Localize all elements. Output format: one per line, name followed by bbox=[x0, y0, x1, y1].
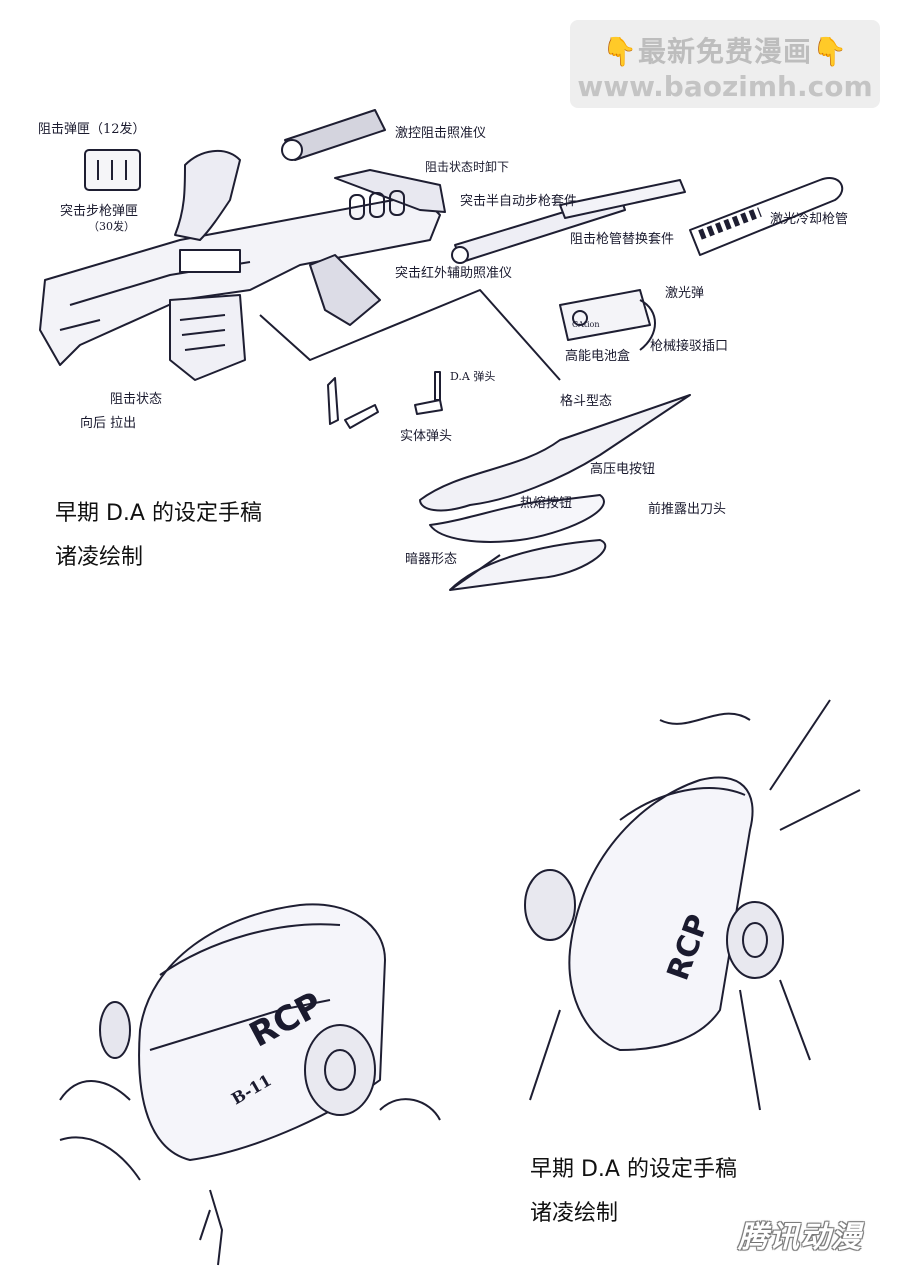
label-da-round: D.A 弹头 bbox=[450, 370, 496, 383]
label-melee-mode: 格斗型态 bbox=[560, 394, 613, 409]
vehicle-left-sketch bbox=[59, 903, 441, 1266]
label-hidden-mode: 暗器形态 bbox=[405, 552, 458, 567]
label-stun-barrel-kit: 阻击枪管替换套件 bbox=[570, 232, 675, 247]
label-assault-magazine-count: （30发） bbox=[88, 220, 135, 233]
rifle-sketch bbox=[39, 109, 844, 429]
label-stun-magazine: 阻击弹匣（12发） bbox=[38, 122, 146, 137]
caption-top-author: 诸凌绘制 bbox=[55, 545, 144, 570]
label-pull-back: 向后 拉出 bbox=[80, 416, 137, 431]
label-push-blade: 前推露出刀头 bbox=[648, 502, 727, 517]
label-laser-round: 激光弹 bbox=[665, 286, 705, 301]
label-mech-connector: 枪械接驳插口 bbox=[650, 339, 729, 354]
label-hv-button: 高压电按钮 bbox=[590, 462, 656, 477]
label-laser-sight: 激控阻击照准仪 bbox=[395, 126, 487, 141]
label-ir-sight: 突击红外辅助照准仪 bbox=[395, 266, 513, 281]
label-laser-cooling: 激光冷却枪管 bbox=[770, 212, 849, 227]
caption-bottom-author: 诸凌绘制 bbox=[530, 1201, 619, 1226]
caption-top: 早期 D.A 的设定手稿 诸凌绘制 bbox=[55, 492, 262, 580]
caption-bottom-title: 早期 D.A 的设定手稿 bbox=[530, 1157, 737, 1182]
label-assault-magazine: 突击步枪弹匣 bbox=[60, 204, 139, 219]
watermark-banner: 👇最新免费漫画👇 www.baozimh.com bbox=[570, 20, 880, 108]
label-battery-brand: CAtion bbox=[572, 320, 600, 329]
label-battery: 高能电池盒 bbox=[565, 349, 631, 364]
watermark-title: 👇最新免费漫画👇 bbox=[602, 35, 848, 68]
vehicle-right-sketch bbox=[524, 699, 861, 1111]
watermark-url: www.baozimh.com bbox=[577, 70, 873, 103]
caption-bottom: 早期 D.A 的设定手稿 诸凌绘制 bbox=[530, 1148, 737, 1236]
label-solid-round: 实体弹头 bbox=[400, 429, 453, 444]
label-stun-mode-lower: 阻击状态时卸下 bbox=[425, 160, 510, 174]
label-stun-state: 阻击状态 bbox=[110, 392, 163, 407]
knife-sketch bbox=[419, 394, 691, 591]
label-auto-rifle-kit: 突击半自动步枪套件 bbox=[460, 194, 578, 209]
publisher-logo: 腾讯动漫 bbox=[738, 1220, 862, 1255]
caption-top-title: 早期 D.A 的设定手稿 bbox=[55, 501, 262, 526]
label-heat-button: 热熔按钮 bbox=[520, 496, 573, 511]
